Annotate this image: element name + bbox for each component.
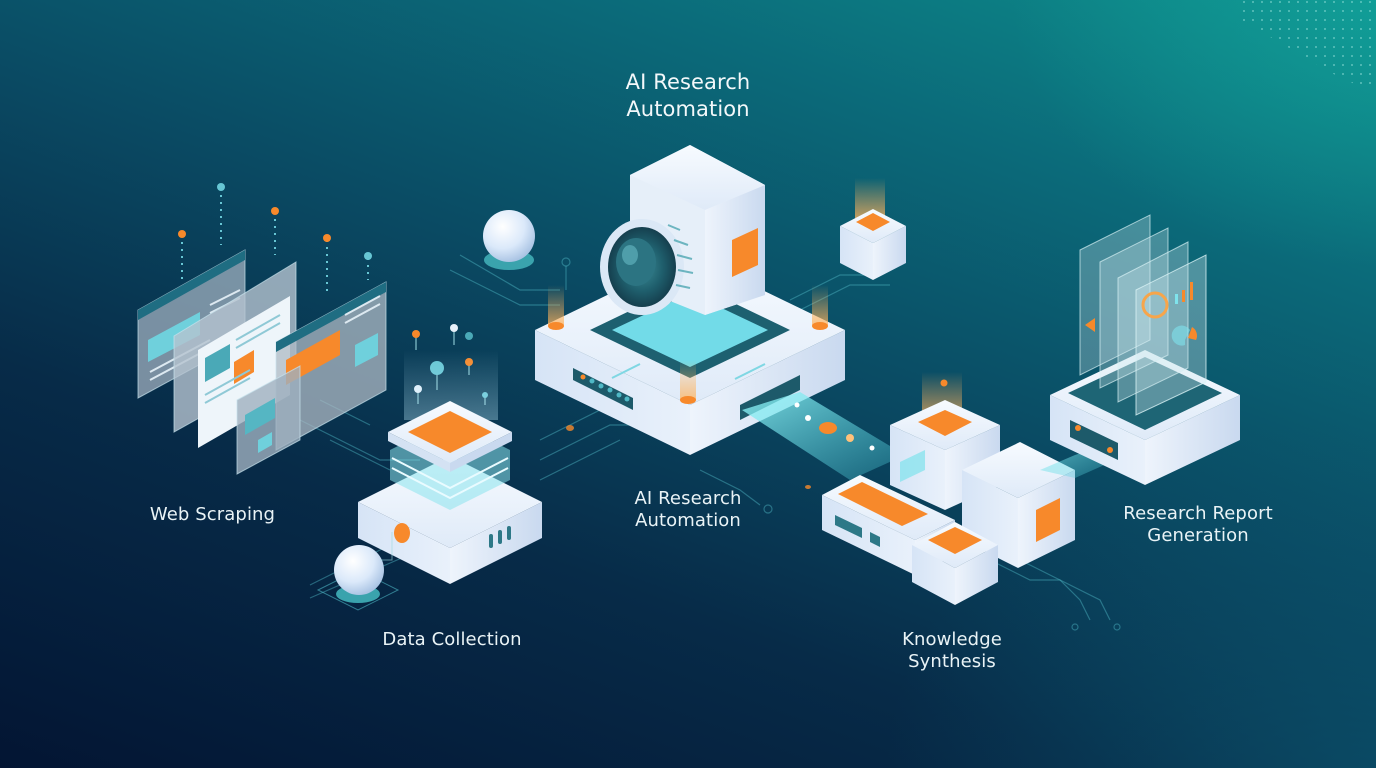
label-ai-research-line-1: AI Research	[634, 488, 742, 509]
label-web-scraping-text: Web Scraping	[149, 504, 276, 525]
label-report-line-1: Research Report	[1123, 503, 1273, 524]
report-generation-module	[1050, 214, 1240, 485]
data-pins	[178, 183, 372, 295]
label-report-line-2: Generation	[1147, 525, 1249, 547]
browser-panels	[137, 249, 387, 475]
label-knowledge-synthesis: Knowledge Synthesis	[872, 629, 1032, 674]
label-knowledge-line-2: Synthesis	[908, 651, 996, 673]
data-collection-module	[358, 401, 542, 584]
diagram-title: AI Research Automation	[588, 69, 788, 124]
sphere-node-left	[316, 532, 400, 611]
browser-panel-bottom	[236, 365, 301, 475]
label-research-report-generation: Research Report Generation	[1108, 503, 1288, 548]
label-data-collection-text: Data Collection	[382, 629, 522, 650]
data-beam	[566, 392, 905, 489]
label-knowledge-line-1: Knowledge	[902, 629, 1002, 650]
dot-pattern	[1238, 0, 1376, 92]
camera-module	[600, 145, 765, 315]
sphere-node-top	[483, 210, 535, 270]
title-line-2: Automation	[626, 97, 750, 122]
report-documents	[1079, 214, 1207, 416]
title-line-1: AI Research	[625, 70, 751, 94]
label-ai-research-automation: AI Research Automation	[608, 488, 768, 533]
browser-panel-middle	[173, 261, 297, 448]
label-data-collection: Data Collection	[368, 629, 536, 651]
knowledge-synthesis-cluster	[822, 372, 1075, 605]
small-cube-orange	[840, 178, 906, 280]
label-ai-research-line-2: Automation	[635, 510, 741, 532]
label-web-scraping: Web Scraping	[135, 504, 290, 526]
